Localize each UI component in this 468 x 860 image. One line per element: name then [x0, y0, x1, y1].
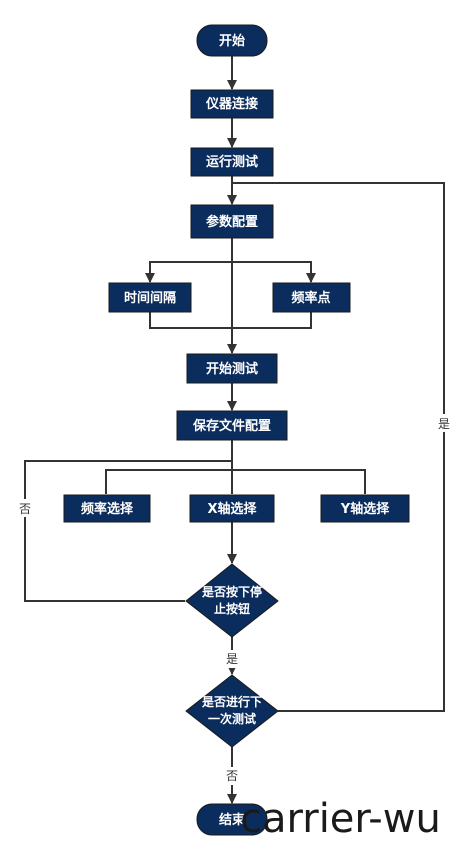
edge-labels: 是 否 是 否 — [17, 414, 452, 785]
node-run-test-label: 运行测试 — [206, 154, 258, 170]
node-freq-select-label: 频率选择 — [81, 501, 134, 517]
node-stop-question-line1: 是否按下停 — [201, 584, 262, 599]
node-y-axis-label: Y轴选择 — [340, 501, 390, 517]
edge-param-branch — [149, 261, 316, 283]
label-stop-yes: 是 — [226, 652, 238, 666]
node-next-question-line1: 是否进行下 — [201, 694, 262, 709]
node-x-axis-label: X轴选择 — [207, 501, 257, 517]
node-freq-point: 频率点 — [272, 282, 351, 313]
node-next-question-line2: 一次测试 — [208, 711, 256, 726]
label-loop-yes: 是 — [438, 417, 450, 431]
node-connect: 仪器连接 — [190, 89, 274, 119]
node-freq-point-label: 频率点 — [291, 290, 330, 306]
edge-stop-no-loop — [24, 460, 232, 602]
node-start-test: 开始测试 — [186, 353, 278, 384]
node-save-config-label: 保存文件配置 — [192, 418, 271, 434]
label-stop-no: 否 — [19, 502, 31, 516]
node-y-axis: Y轴选择 — [320, 494, 410, 523]
node-freq-select: 频率选择 — [63, 494, 151, 523]
node-end: 结束 — [196, 803, 268, 836]
node-param-config-label: 参数配置 — [206, 214, 258, 230]
node-start-test-label: 开始测试 — [206, 361, 258, 377]
watermark-text: carrier-wu — [240, 796, 441, 842]
node-end-label: 结束 — [219, 812, 246, 828]
label-next-no: 否 — [226, 769, 238, 783]
node-start: 开始 — [196, 24, 268, 57]
node-next-question: 是否进行下 一次测试 — [185, 674, 279, 748]
edge-axis-bar — [105, 469, 366, 494]
edge-merge — [149, 312, 312, 329]
node-time-interval: 时间间隔 — [108, 282, 192, 313]
node-stop-question: 是否按下停 止按钮 — [185, 563, 279, 638]
node-connect-label: 仪器连接 — [205, 96, 258, 112]
node-run-test: 运行测试 — [190, 147, 274, 177]
node-start-label: 开始 — [219, 33, 245, 49]
node-stop-question-line2: 止按钮 — [214, 601, 250, 616]
node-save-config: 保存文件配置 — [176, 410, 288, 441]
node-x-axis: X轴选择 — [189, 494, 275, 523]
node-param-config: 参数配置 — [190, 204, 274, 239]
node-time-interval-label: 时间间隔 — [124, 290, 176, 306]
edge-next-yes-loop — [232, 182, 445, 712]
